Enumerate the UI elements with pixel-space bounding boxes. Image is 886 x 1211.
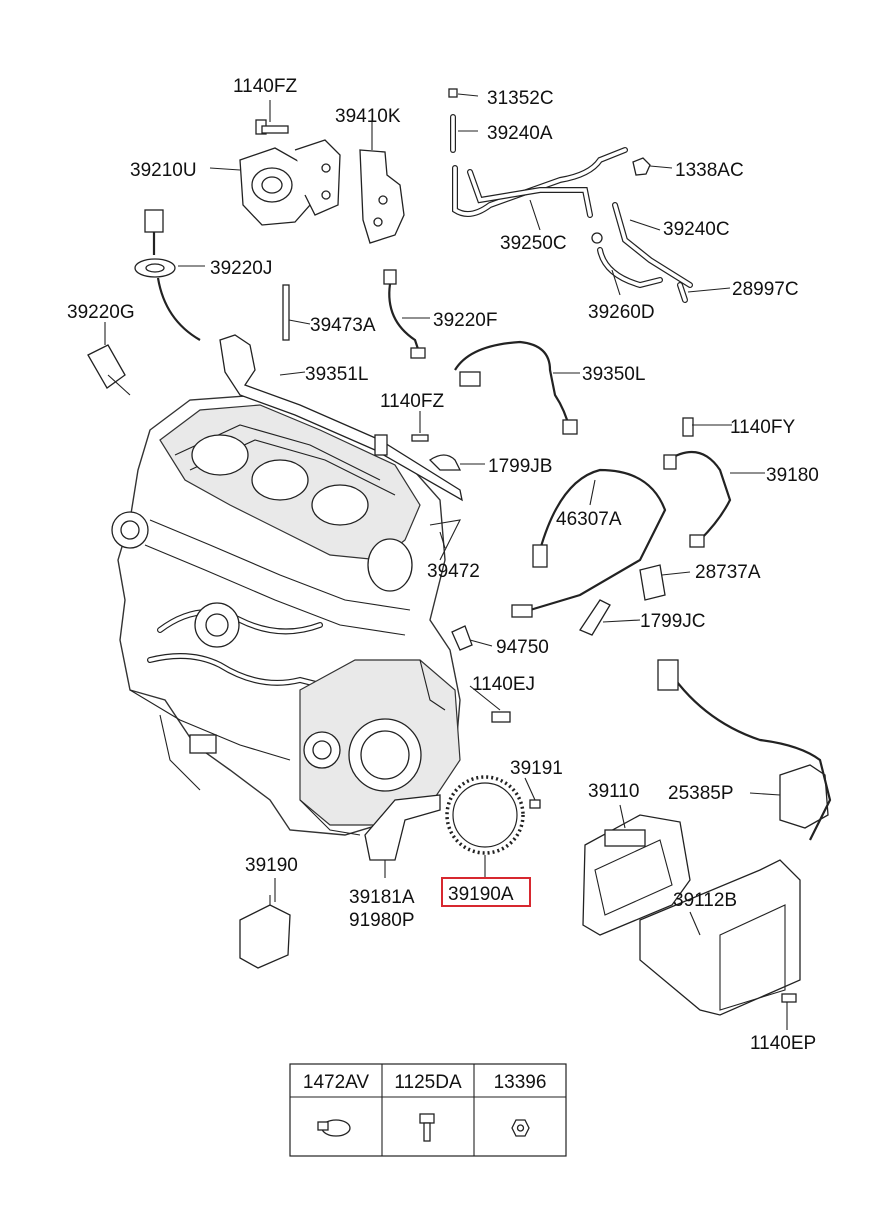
sensor-39472 [429, 519, 461, 561]
clip-1799JC [579, 599, 611, 636]
bracket-28737A [639, 564, 666, 601]
label-39351L: 39351L [305, 364, 368, 385]
label-28737A: 28737A [695, 562, 761, 583]
legend-header-1125DA: 1125DA [394, 1072, 462, 1093]
bolt-1140EJ [491, 711, 511, 723]
rod-39473A [282, 284, 290, 341]
label-39220J: 39220J [210, 258, 272, 279]
label-25385P: 25385P [668, 783, 734, 804]
bracket-39181A [364, 794, 441, 861]
sensor-39220G [87, 344, 131, 396]
label-1338AC: 1338AC [675, 160, 744, 181]
bolt-1140FY [682, 417, 694, 437]
label-1140FY: 1140FY [730, 417, 795, 438]
label-39472: 39472 [427, 561, 480, 582]
label-39210U: 39210U [130, 160, 197, 181]
hose-assembly [448, 88, 693, 303]
engine-block [111, 394, 461, 836]
nut-icon [511, 1119, 530, 1137]
bolt-1140FZ-top [255, 119, 289, 135]
label-39260D: 39260D [588, 302, 655, 323]
label-1799JB: 1799JB [488, 456, 552, 477]
harness-39351L [219, 334, 463, 502]
module-25385P [657, 659, 832, 841]
bolt-icon [419, 1113, 435, 1142]
label-39180: 39180 [766, 465, 819, 486]
label-39110: 39110 [588, 781, 639, 802]
label-28997C: 28997C [732, 279, 799, 300]
label-39250C: 39250C [500, 233, 567, 254]
label-91980P: 91980P [349, 910, 415, 931]
highlight-box-39190A [441, 877, 531, 907]
label-39190: 39190 [245, 855, 298, 876]
label-1140EJ: 1140EJ [472, 674, 535, 695]
label-1140FZ-top: 1140FZ [233, 76, 297, 97]
label-46307A: 46307A [556, 509, 622, 530]
label-39191: 39191 [510, 758, 563, 779]
label-39190A: 39190A [448, 884, 514, 905]
label-39220G: 39220G [67, 302, 135, 323]
label-31352C: 31352C [487, 88, 554, 109]
sensor-39350L [454, 340, 578, 435]
bracket-39410K [359, 149, 405, 244]
sensor-39220F [383, 269, 426, 359]
sensor-39220J [134, 209, 201, 341]
hose-clamp-icon [317, 1119, 351, 1137]
sensor-46307A [511, 468, 667, 618]
bracket-39112B [639, 859, 801, 1016]
label-39410K: 39410K [335, 106, 401, 127]
label-94750: 94750 [496, 637, 549, 658]
label-39473A: 39473A [310, 315, 376, 336]
fastener-legend-table: 1472AV 1125DA 13396 [289, 1063, 567, 1157]
leader-lines [104, 93, 788, 1030]
legend-header-1472AV: 1472AV [303, 1072, 370, 1093]
label-39220F: 39220F [433, 310, 497, 331]
relay-39190 [239, 895, 291, 969]
legend-header-13396: 13396 [494, 1072, 547, 1093]
ecu-39110 [582, 814, 691, 936]
sensor-39180 [663, 450, 732, 548]
bolt-1140EP [781, 993, 797, 1003]
clip-1799JB [428, 454, 462, 471]
bolt-1140FZ-mid [411, 434, 429, 442]
label-1799JC: 1799JC [640, 611, 706, 632]
label-39240C: 39240C [663, 219, 730, 240]
label-39181A: 39181A [349, 887, 415, 908]
pump-assembly-39210U [239, 139, 341, 226]
label-39240A: 39240A [487, 123, 553, 144]
bolt-39191 [529, 799, 541, 809]
ring-39190A [445, 775, 525, 855]
label-1140FZ-mid: 1140FZ [380, 391, 444, 412]
label-1140EP: 1140EP [750, 1033, 816, 1054]
label-39350L: 39350L [582, 364, 645, 385]
label-39112B: 39112B [673, 890, 737, 911]
part-labels: 1140FZ 39410K 39210U 31352C 39240A 1338A… [67, 76, 819, 1054]
sensor-94750 [451, 625, 473, 651]
